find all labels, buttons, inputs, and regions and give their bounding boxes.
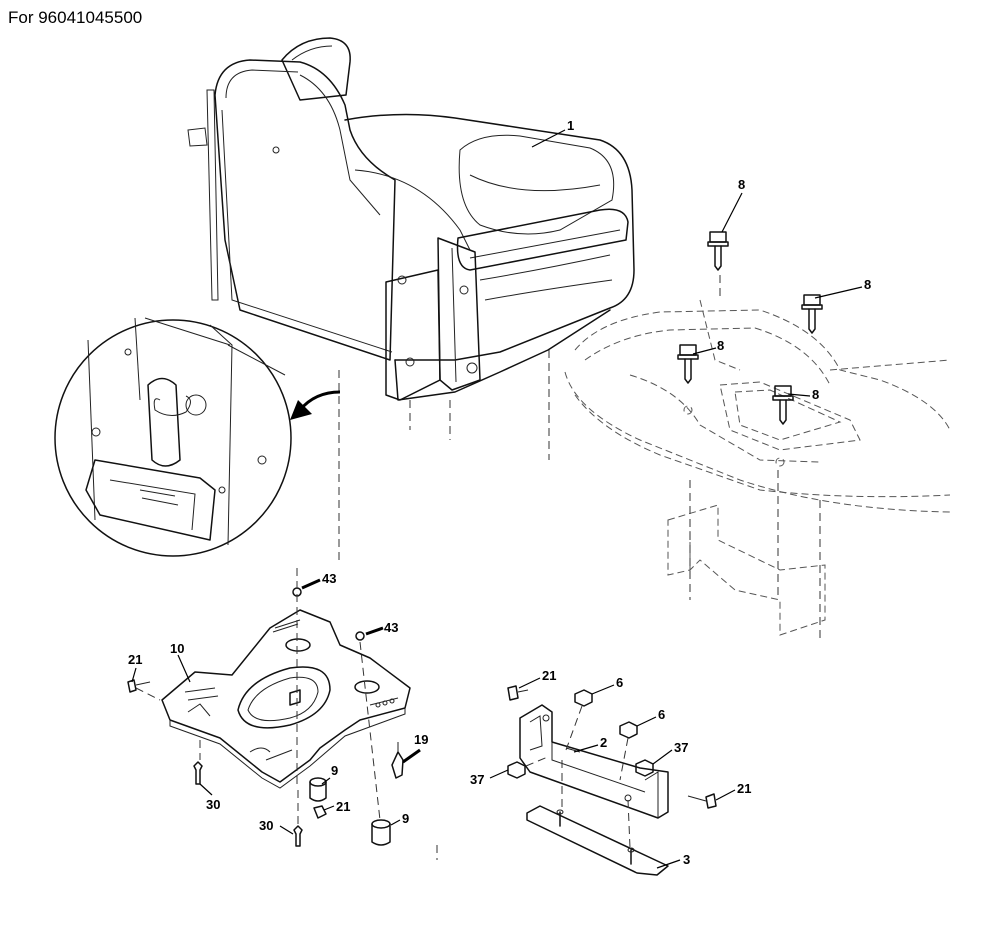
callout-label: 9 [402, 811, 409, 826]
callout-label: 2 [600, 735, 607, 750]
callout-label: 1 [567, 118, 574, 133]
callout-label: 21 [737, 781, 751, 796]
callout-label: 10 [170, 641, 184, 656]
callout-label: 6 [658, 707, 665, 722]
seat-pan-assembly [127, 568, 411, 847]
callout-label: 6 [616, 675, 623, 690]
callout-label: 43 [384, 620, 398, 635]
seat-bracket-assembly [436, 685, 717, 876]
mower-frame-outline [564, 275, 951, 640]
callout-label: 8 [812, 387, 819, 402]
callout-labels: 1 8 8 8 8 43 43 10 21 19 9 9 30 30 21 21… [128, 118, 871, 867]
callout-label: 8 [864, 277, 871, 292]
callout-label: 21 [336, 799, 350, 814]
callout-label: 19 [414, 732, 428, 747]
callout-label: 43 [322, 571, 336, 586]
callout-label: 37 [674, 740, 688, 755]
diagram-title: For 96041045500 [8, 8, 143, 27]
detail-inset [54, 317, 341, 557]
callout-label: 3 [683, 852, 690, 867]
callout-label: 8 [738, 177, 745, 192]
callout-label: 21 [128, 652, 142, 667]
callout-label: 21 [542, 668, 556, 683]
seat-assembly [187, 37, 635, 560]
callout-label: 30 [206, 797, 220, 812]
callout-label: 30 [259, 818, 273, 833]
bolts-8 [677, 231, 823, 425]
callout-label: 37 [470, 772, 484, 787]
callout-label: 8 [717, 338, 724, 353]
callout-leaders [131, 129, 863, 869]
callout-label: 9 [331, 763, 338, 778]
